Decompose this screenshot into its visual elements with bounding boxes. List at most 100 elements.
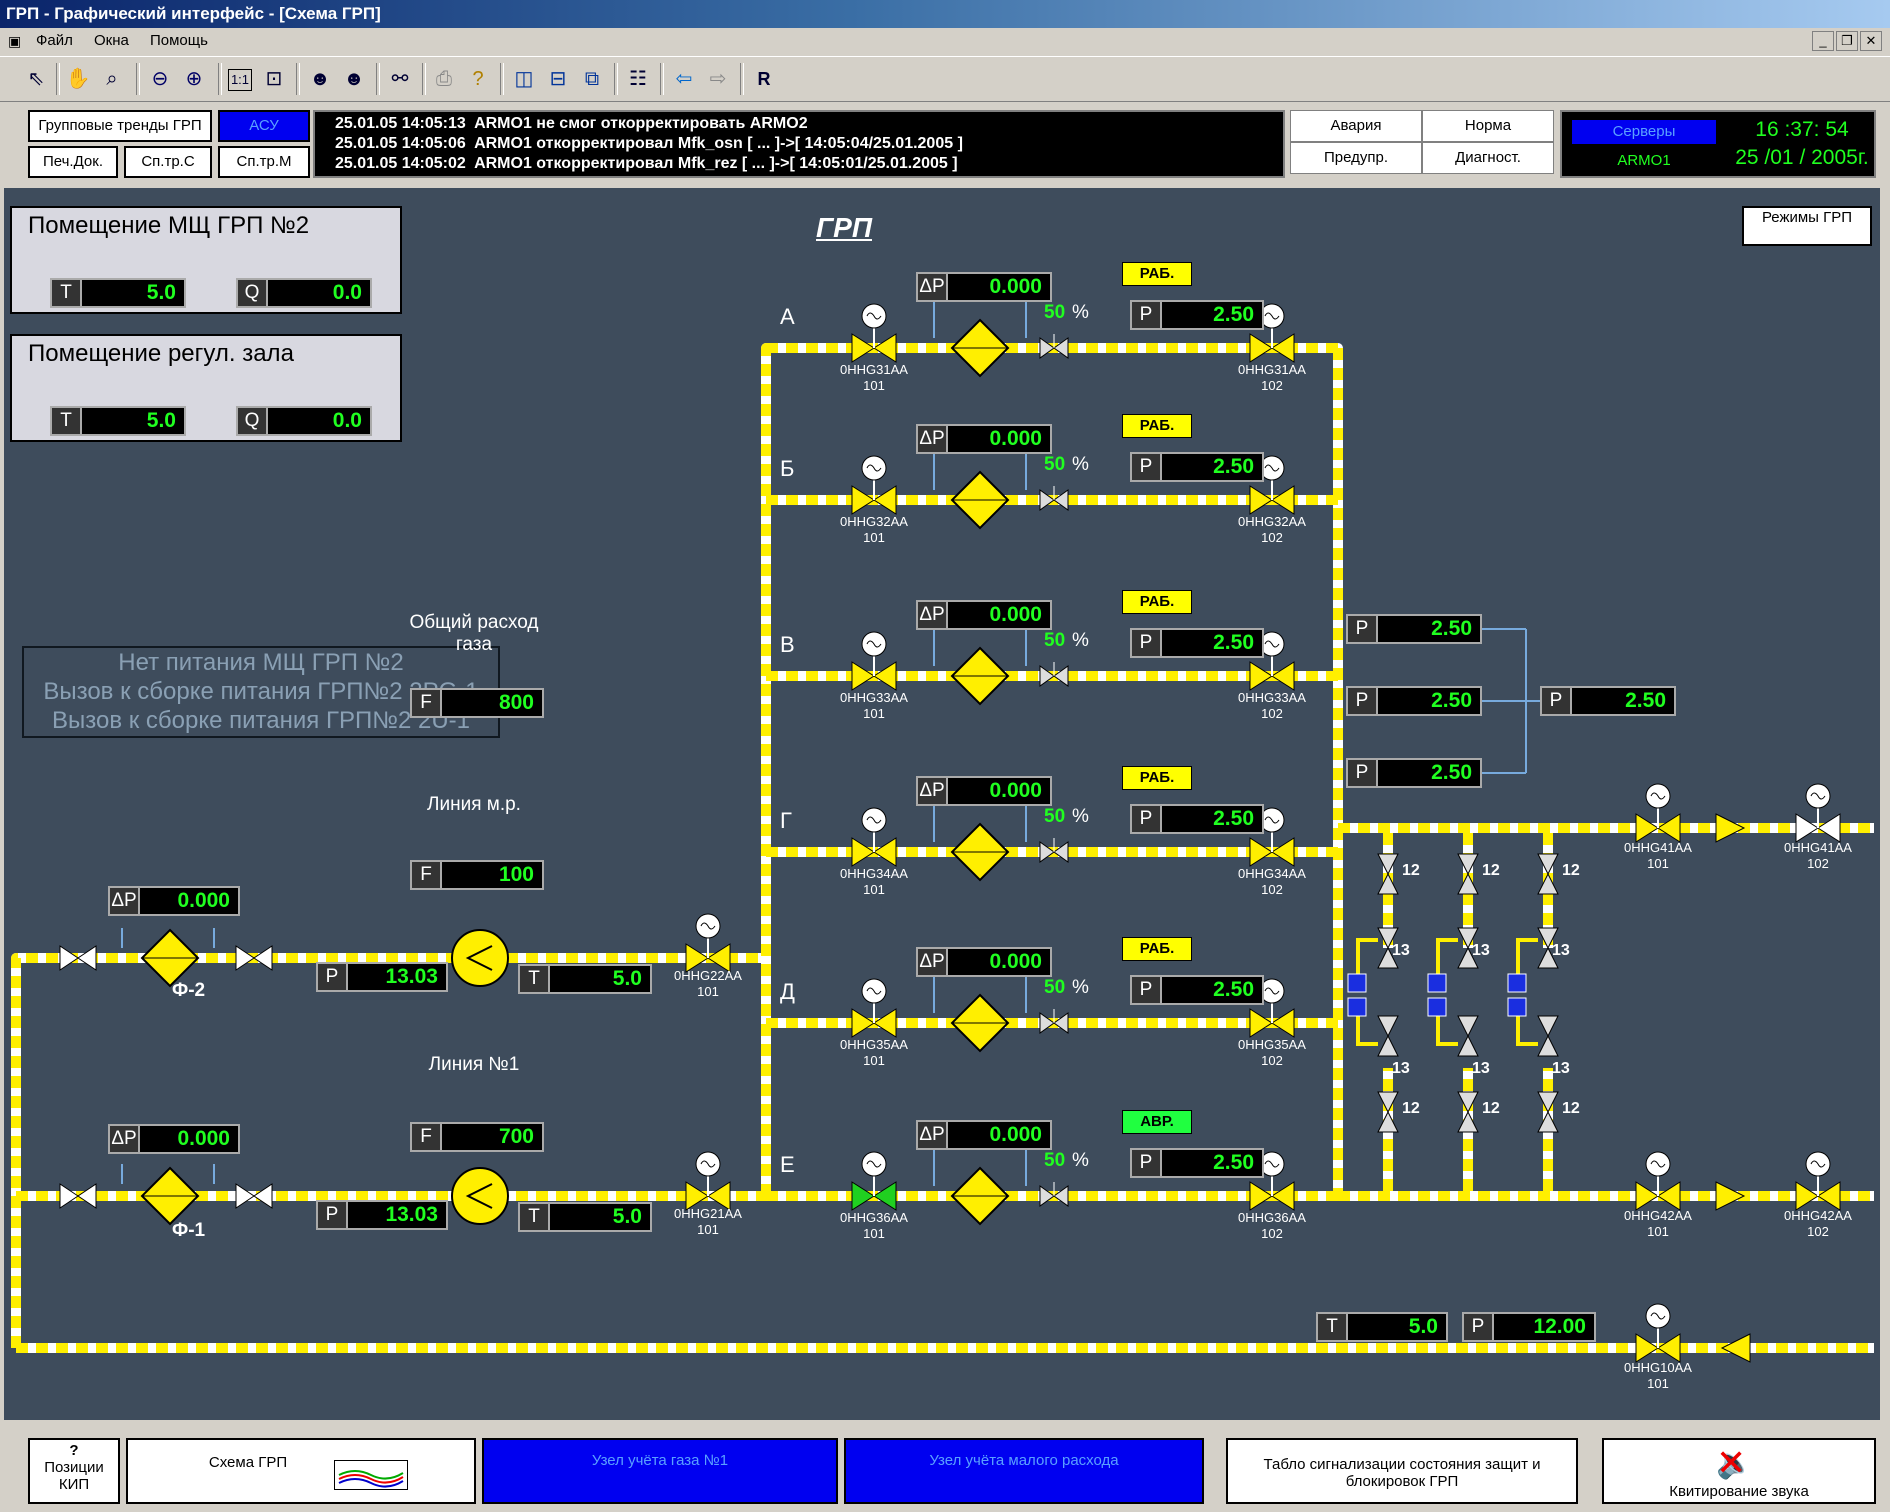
branch-inlet-valve	[873, 661, 897, 691]
minimize-icon[interactable]: _	[1812, 31, 1834, 51]
display-label: ΔP	[918, 778, 948, 804]
tile-vertical-icon[interactable]: ◫	[514, 68, 534, 90]
display-value: 0.000	[989, 603, 1042, 626]
small-flow-node-button[interactable]: Узел учёта малого расхода	[844, 1438, 1204, 1504]
sptr-c-button[interactable]: Сп.тр.С	[124, 146, 212, 178]
display-value: 2.50	[1213, 978, 1254, 1001]
display-value: 5.0	[612, 967, 642, 990]
display-value: 13.03	[385, 965, 438, 988]
branch-regulator-valve	[1039, 337, 1055, 359]
flow-arrow	[1715, 1181, 1746, 1211]
branch-inlet-valve	[873, 1181, 897, 1211]
valve-tag: 0HHG22AA	[674, 968, 742, 983]
cascade-icon[interactable]: ⧉	[584, 68, 600, 90]
group-trends-button[interactable]: Групповые тренды ГРП	[28, 110, 212, 142]
ack-sound-button[interactable]: 🔈✕ Квитирование звука	[1602, 1438, 1876, 1504]
reset-r-icon[interactable]: R	[757, 69, 771, 89]
flow-meter-lower	[451, 1167, 509, 1225]
zoom-in-icon[interactable]: ⊕	[185, 68, 203, 90]
user-remove-icon[interactable]: ☻	[343, 68, 365, 90]
magnifier-icon[interactable]: ⌕	[106, 68, 118, 90]
zoom-fit-icon[interactable]: ⊡	[265, 68, 283, 90]
branch-status-badge: РАБ.	[1122, 937, 1192, 961]
menu-windows[interactable]: Окна	[94, 32, 129, 49]
asu-button[interactable]: АСУ	[218, 110, 310, 142]
servers-button[interactable]: Серверы	[1570, 118, 1718, 146]
upper-line-valve	[77, 945, 97, 971]
user-icon[interactable]: ☻	[309, 68, 331, 90]
valve-0hhg41aa-102	[1817, 813, 1841, 843]
window-list-icon[interactable]: ☷	[629, 68, 647, 90]
sptr-m-button[interactable]: Сп.тр.М	[218, 146, 310, 178]
toolbar-separator	[296, 63, 300, 95]
back-arrow-icon[interactable]: ⇦	[675, 68, 693, 90]
display-value: 2.50	[1431, 617, 1472, 640]
hand-icon[interactable]: ✋	[65, 68, 91, 90]
menu-help[interactable]: Помощь	[150, 32, 208, 49]
branch-outlet-valve	[1271, 837, 1295, 867]
kip-positions-button[interactable]: ? Позиции КИП	[28, 1438, 120, 1504]
restore-icon[interactable]: ❐	[1836, 31, 1858, 51]
tile-horizontal-icon[interactable]: ⊟	[549, 68, 567, 90]
branch-status-badge: РАБ.	[1122, 414, 1192, 438]
zoom-1to1-icon[interactable]: 1:1	[228, 69, 252, 91]
warning-button[interactable]: Предупр.	[1290, 142, 1422, 174]
footer-panel: ? Позиции КИП Схема ГРП Узел учёта газа …	[0, 1424, 1890, 1512]
forward-arrow-icon[interactable]: ⇨	[709, 68, 727, 90]
help-icon[interactable]: ?	[472, 68, 484, 90]
modes-button[interactable]: Режимы ГРП	[1742, 206, 1872, 246]
zoom-out-icon[interactable]: ⊖	[151, 68, 169, 90]
print-doc-button[interactable]: Печ.Док.	[28, 146, 118, 178]
event-line: 25.01.05 14:05:02 ARMO1 откорректировал …	[335, 155, 958, 172]
menu-file[interactable]: Файл	[36, 32, 73, 49]
app-icon[interactable]: ▣	[8, 33, 22, 49]
diagnostics-button[interactable]: Диагност.	[1422, 142, 1554, 174]
filter2-label: Ф-2	[172, 980, 206, 1001]
display-label: P	[318, 964, 348, 990]
display-value: 0.0	[332, 409, 362, 432]
signal-board-button[interactable]: Табло сигнализации состояния защит и бло…	[1226, 1438, 1578, 1504]
vertical-valve-13	[1537, 927, 1559, 950]
branch-percent: 50	[1044, 806, 1066, 827]
print-icon[interactable]: ⎙	[436, 68, 452, 90]
close-icon[interactable]: ✕	[1860, 31, 1882, 51]
valve-number: 101	[863, 1226, 885, 1241]
title-bar: ГРП - Графический интерфейс - [Схема ГРП…	[0, 0, 1890, 28]
toolbar-separator	[422, 63, 426, 95]
valve-0hhg42aa-102-actuator	[1810, 1160, 1826, 1168]
gas-node1-button[interactable]: Узел учёта газа №1	[482, 1438, 838, 1504]
branch-percent: 50	[1044, 302, 1066, 323]
pointer-icon[interactable]: ⇖	[27, 68, 45, 90]
vertical-valve-13	[1457, 946, 1479, 969]
binoculars-icon[interactable]: ⚯	[391, 68, 409, 90]
alarm-button[interactable]: Авария	[1290, 110, 1422, 142]
trend-chart-icon	[334, 1460, 408, 1490]
norma-button[interactable]: Норма	[1422, 110, 1554, 142]
branch-outlet-valve-actuator	[1264, 987, 1280, 995]
scheme-grp-button[interactable]: Схема ГРП	[126, 1438, 476, 1504]
